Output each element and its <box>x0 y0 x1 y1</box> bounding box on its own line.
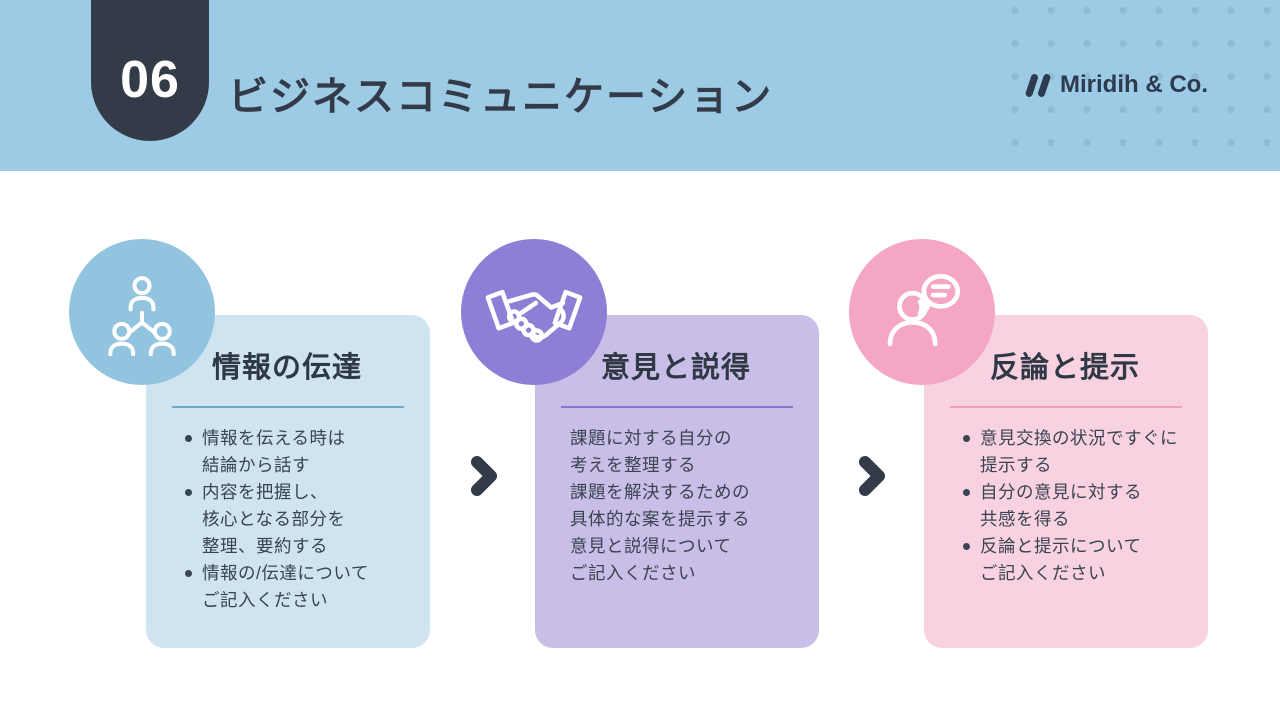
header-band: 06 ビジネスコミュニケーション Miridih & Co. <box>0 0 1280 171</box>
page-number: 06 <box>120 50 180 109</box>
card-bullet-list: 意見交換の状況ですぐに 提示する 自分の意見に対する 共感を得る 反論と提示につ… <box>963 425 1192 587</box>
card-divider <box>172 406 404 408</box>
list-item: 意見交換の状況ですぐに 提示する <box>963 425 1192 479</box>
card-divider <box>950 406 1182 408</box>
person-speech-bubble-icon <box>887 273 961 347</box>
card-rebuttal-presentation: 反論と提示 意見交換の状況ですぐに 提示する 自分の意見に対する 共感を得る 反… <box>924 315 1208 648</box>
chevron-right-icon <box>471 456 497 496</box>
icon-circle-rebuttal <box>849 239 995 385</box>
slide-title: ビジネスコミュニケーション <box>228 75 774 119</box>
card-opinion-persuasion: 意見と説得 課題に対する自分の 考えを整理する 課題を解決するための 具体的な案… <box>535 315 819 648</box>
list-item: 自分の意見に対する 共感を得る <box>963 479 1192 533</box>
list-item: 意見と説得について ご記入ください <box>570 536 732 583</box>
list-item: 内容を把握し、 核心となる部分を 整理、要約する <box>185 479 414 560</box>
list-item: 情報の/伝達について ご記入ください <box>185 560 414 614</box>
card-title: 情報の伝達 <box>212 352 363 384</box>
handshake-icon <box>485 289 583 343</box>
icon-circle-opinion <box>461 239 607 385</box>
brand-name: Miridih & Co. <box>1060 71 1208 98</box>
list-item: 情報を伝える時は 結論から話す <box>185 425 414 479</box>
card-title: 意見と説得 <box>601 352 752 384</box>
list-item: 反論と提示について ご記入ください <box>963 533 1192 587</box>
page-number-badge: 06 <box>91 0 209 141</box>
list-item: 課題に対する自分の 考えを整理する <box>570 428 732 475</box>
icon-circle-information <box>69 239 215 385</box>
card-text-list: 課題に対する自分の 考えを整理する 課題を解決するための 具体的な案を提示する … <box>570 425 803 587</box>
list-item: 課題を解決するための 具体的な案を提示する <box>570 482 750 529</box>
card-title: 反論と提示 <box>990 352 1141 384</box>
org-chart-people-icon <box>108 276 176 356</box>
brand-logo-icon <box>1025 73 1051 97</box>
brand-logo: Miridih & Co. <box>1023 71 1208 99</box>
card-information-transfer: 情報の伝達 情報を伝える時は 結論から話す 内容を把握し、 核心となる部分を 整… <box>146 315 430 648</box>
chevron-right-icon <box>859 456 885 496</box>
card-bullet-list: 情報を伝える時は 結論から話す 内容を把握し、 核心となる部分を 整理、要約する… <box>185 425 414 614</box>
dot-pattern-decoration <box>988 0 1280 171</box>
card-divider <box>561 406 793 408</box>
